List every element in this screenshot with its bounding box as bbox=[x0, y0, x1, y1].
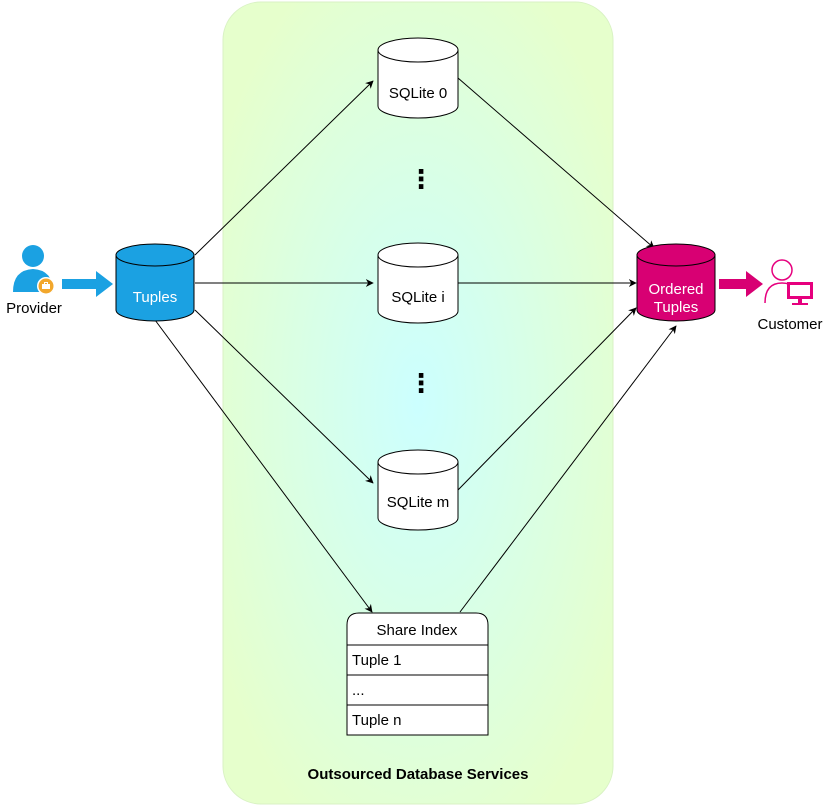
provider-label: Provider bbox=[6, 300, 62, 317]
tuples-label: Tuples bbox=[133, 289, 177, 306]
edge-tuples-sqlite0 bbox=[194, 80, 374, 256]
edge-sqlite0-ordered bbox=[457, 77, 655, 249]
edge-shareindex-ordered bbox=[459, 325, 677, 613]
edge-tuples-sqlitem bbox=[194, 309, 374, 484]
customer-arrow bbox=[719, 271, 763, 297]
sqlite-node-m: SQLite m bbox=[377, 449, 459, 531]
ordered-tuples-database: Ordered Tuples bbox=[636, 243, 716, 322]
share-index-header: Share Index bbox=[377, 622, 458, 639]
ellipsis-upper: ⋮ bbox=[408, 164, 434, 194]
share-index-row: ... bbox=[352, 682, 365, 699]
sqlite-node-0: SQLite 0 bbox=[377, 37, 459, 119]
ordered-label-line1: Ordered bbox=[648, 281, 703, 298]
share-index-row: Tuple 1 bbox=[352, 652, 401, 669]
ordered-label-line2: Tuples bbox=[654, 299, 698, 316]
provider-arrow bbox=[62, 271, 113, 297]
share-index-table: Share Index Tuple 1 ... Tuple n bbox=[346, 612, 489, 736]
sqlite-node-i: SQLite i bbox=[377, 242, 459, 324]
share-index-row: Tuple n bbox=[352, 712, 401, 729]
ellipsis-lower: ⋮ bbox=[408, 368, 434, 398]
outsourced-services-region bbox=[222, 1, 614, 805]
sqlite-node-label: SQLite 0 bbox=[389, 85, 447, 102]
business-user-icon bbox=[13, 245, 55, 295]
region-label: Outsourced Database Services bbox=[308, 766, 529, 783]
sqlite-node-label: SQLite i bbox=[391, 289, 444, 306]
user-computer-icon bbox=[764, 259, 813, 305]
customer-label: Customer bbox=[757, 316, 822, 333]
sqlite-node-label: SQLite m bbox=[387, 494, 450, 511]
edge-tuples-shareindex bbox=[154, 319, 373, 613]
connectors bbox=[154, 77, 677, 613]
tuples-database: Tuples bbox=[115, 243, 195, 322]
edge-sqlitem-ordered bbox=[457, 307, 637, 491]
